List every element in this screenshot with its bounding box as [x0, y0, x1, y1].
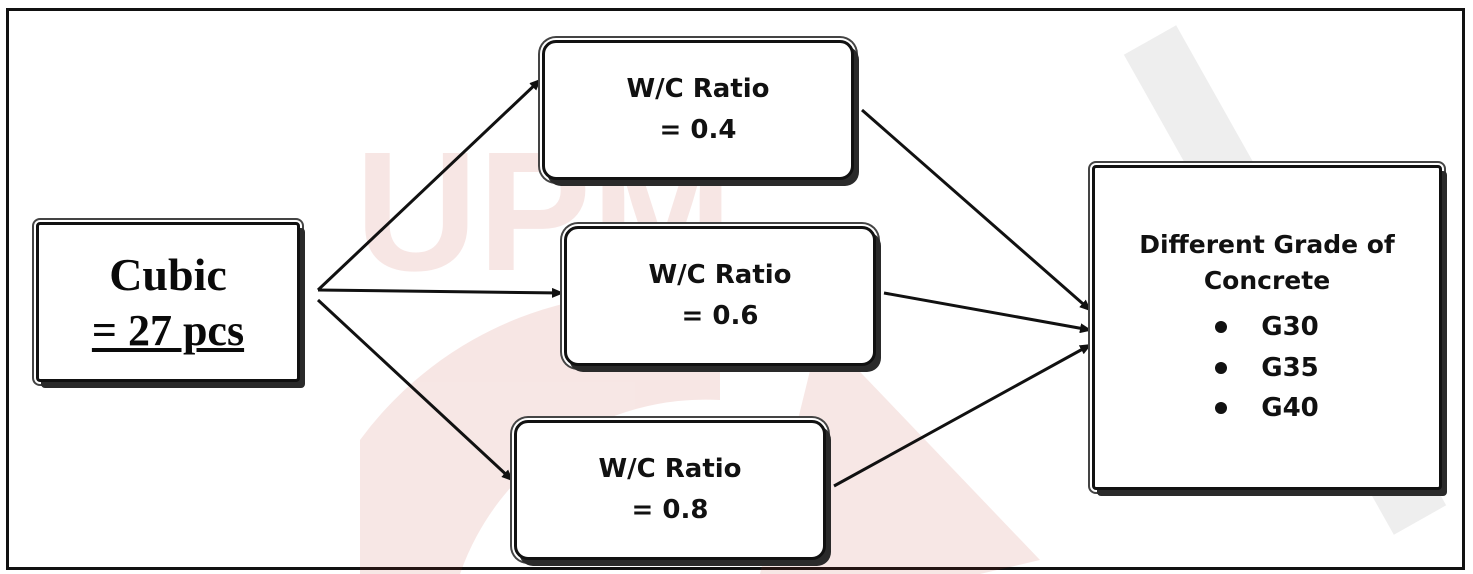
ratio-label-1: W/C Ratio: [626, 73, 770, 104]
grade-title-line-2: Concrete: [1203, 266, 1331, 296]
arrow-ratio-2-to-result: [883, 291, 1092, 334]
arrow-ratio-1-to-result: [861, 108, 1092, 312]
ratio-box-2: W/C Ratio = 0.6: [564, 226, 876, 366]
grade-item: G30: [1215, 307, 1319, 347]
grade-title-line-1: Different Grade of: [1139, 229, 1395, 259]
grade-item-label: G35: [1261, 352, 1319, 383]
grade-item: G40: [1215, 388, 1319, 428]
cubic-quantity: = 27 pcs: [91, 306, 245, 356]
grade-item: G35: [1215, 348, 1319, 388]
ratio-value-2: = 0.6: [681, 301, 759, 331]
grade-box: Different Grade of Concrete G30 G35 G40: [1092, 165, 1442, 490]
grade-list: G30 G35 G40: [1215, 307, 1319, 428]
ratio-label-3: W/C Ratio: [598, 453, 742, 484]
grade-item-label: G30: [1261, 312, 1319, 343]
grade-item-label: G40: [1261, 392, 1319, 423]
arrow-ratio-3-to-result: [833, 343, 1092, 488]
ratio-value-1: = 0.4: [659, 115, 737, 145]
ratio-label-2: W/C Ratio: [648, 259, 792, 290]
ratio-box-1: W/C Ratio = 0.4: [542, 40, 854, 180]
ratio-value-3: = 0.8: [631, 495, 709, 525]
arrow-cubic-to-ratio-2: [317, 287, 564, 298]
diagram-frame: [6, 8, 1465, 570]
bullet-icon: [1215, 321, 1228, 334]
ratio-box-3: W/C Ratio = 0.8: [514, 420, 826, 560]
arrow-cubic-to-ratio-1: [316, 78, 542, 292]
cubic-box: Cubic = 27 pcs: [36, 222, 300, 382]
bullet-icon: [1215, 361, 1228, 374]
arrow-cubic-to-ratio-3: [316, 298, 514, 482]
bullet-icon: [1215, 402, 1228, 415]
cubic-title: Cubic: [109, 248, 227, 300]
